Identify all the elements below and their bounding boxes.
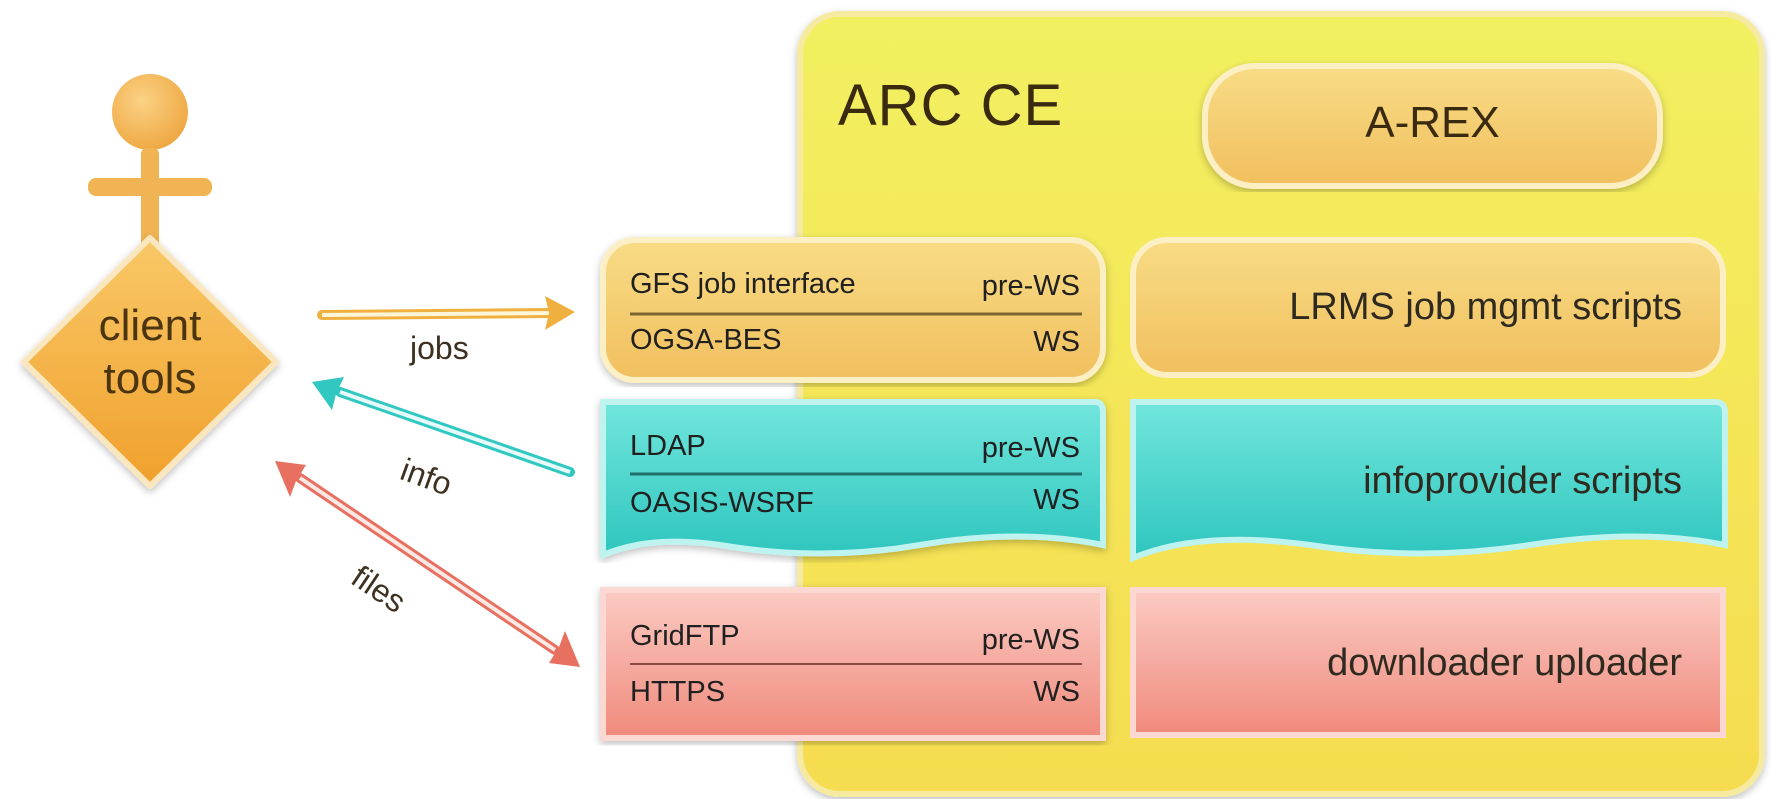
downloader-label: downloader uploader <box>1327 642 1682 684</box>
infoprovider-box <box>1130 399 1728 563</box>
jobs-interface-box <box>600 237 1106 383</box>
arex-box <box>1202 63 1663 189</box>
infoprovider-label: infoprovider scripts <box>1363 460 1682 502</box>
info-row2-tag: WS <box>1033 484 1080 516</box>
jobs-edge-label: jobs <box>410 330 469 366</box>
actor-body <box>141 148 159 258</box>
files-row1-label: GridFTP <box>630 620 740 652</box>
client-tools-diamond <box>21 235 279 489</box>
client-tools-label: client tools <box>60 300 240 406</box>
info-row1-label: LDAP <box>630 430 706 462</box>
jobs-row2-label: OGSA-BES <box>630 324 782 356</box>
jobs-row1-tag: pre-WS <box>981 270 1080 302</box>
lrms-box <box>1130 237 1726 378</box>
files-row2-tag: WS <box>1033 676 1080 708</box>
jobs-arrow <box>317 296 575 330</box>
client-tools-line1: client <box>98 301 202 350</box>
info-arrow <box>312 377 575 477</box>
arc-ce-title: ARC CE <box>838 73 1064 138</box>
info-row2-label: OASIS-WSRF <box>630 487 814 519</box>
jobs-row2-tag: WS <box>1033 326 1080 358</box>
info-interface-box <box>600 399 1106 560</box>
downloader-box <box>1130 587 1726 738</box>
jobs-row1-label: GFS job interface <box>630 268 856 300</box>
actor-head <box>112 74 188 150</box>
files-arrow <box>275 461 580 667</box>
client-tools-line2: tools <box>103 353 197 403</box>
files-row1-tag: pre-WS <box>981 624 1080 656</box>
files-row2-label: HTTPS <box>630 676 726 708</box>
arex-label: A-REX <box>1365 98 1500 147</box>
lrms-label: LRMS job mgmt scripts <box>1289 286 1682 328</box>
info-row1-tag: pre-WS <box>981 432 1080 464</box>
